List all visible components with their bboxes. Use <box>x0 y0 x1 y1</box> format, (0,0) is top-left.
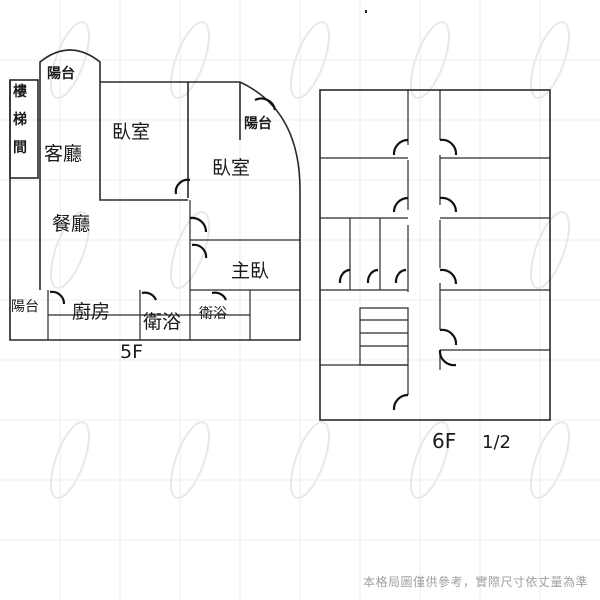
disclaimer-text: 本格局圖僅供參考，實際尺寸依丈量為準 <box>362 575 588 589</box>
6f-door-arc <box>338 268 351 284</box>
plan-5f: 樓 梯 間 陽台 陽台 客廳 臥室 臥室 餐廳 主臥 陽台 廚房 衛浴 衛浴 5… <box>9 49 301 363</box>
6f-floor-fraction: 1/2 <box>482 432 511 453</box>
5f-balcony-right-curve <box>239 81 301 191</box>
6f-inner-walls <box>320 90 550 395</box>
watermark-logos <box>50 21 570 499</box>
6f-door-arc <box>394 268 407 284</box>
5f-kitchen-label: 廚房 <box>72 300 110 323</box>
5f-dining-label: 餐廳 <box>52 213 90 235</box>
6f-door-arc <box>438 349 457 367</box>
6f-door-arc <box>392 196 409 213</box>
5f-inner-walls <box>9 200 300 340</box>
5f-door-arc <box>141 291 158 301</box>
6f-door-arc <box>439 268 458 285</box>
5f-outer-wall <box>9 80 301 341</box>
5f-door-arc <box>189 216 208 233</box>
6f-door-arc <box>439 328 458 346</box>
5f-door-arc <box>49 290 66 305</box>
6f-door-arc <box>392 138 409 156</box>
6f-floor-label: 6F <box>432 429 456 453</box>
5f-balcony-top-label: 陽台 <box>47 65 75 82</box>
5f-balcony-left-label: 陽台 <box>11 299 39 315</box>
5f-balcony-top-arc <box>39 49 101 82</box>
5f-stairwell-label: 梯 <box>13 111 27 128</box>
5f-stairwell-label: 樓 <box>13 83 27 100</box>
5f-door-arc <box>254 97 277 111</box>
6f-door-arc <box>439 138 458 156</box>
5f-balcony-right-label: 陽台 <box>244 115 272 132</box>
5f-floor-label: 5F <box>120 341 143 363</box>
6f-door-arc <box>366 268 379 284</box>
5f-bedroom-1-label: 臥室 <box>112 121 150 143</box>
5f-door-arc <box>174 178 191 195</box>
5f-stairwell-label: 間 <box>13 140 27 156</box>
5f-bedroom-2-label: 臥室 <box>212 157 250 179</box>
top-mark <box>365 10 367 13</box>
5f-master-bedroom-label: 主臥 <box>231 260 269 282</box>
5f-door-arc <box>211 291 228 301</box>
6f-door-arc <box>439 196 458 213</box>
6f-stairs <box>359 307 409 366</box>
5f-bathroom-2-label: 衛浴 <box>199 306 227 322</box>
5f-stairwell-box <box>9 79 39 179</box>
6f-door-arc <box>392 393 409 411</box>
5f-bathroom-1-label: 衛浴 <box>143 311 181 333</box>
5f-door-arc <box>191 243 208 259</box>
6f-outer-wall <box>319 89 551 421</box>
5f-living-label: 客廳 <box>44 143 82 165</box>
plan-6f: 6F 1/2 <box>319 89 551 453</box>
